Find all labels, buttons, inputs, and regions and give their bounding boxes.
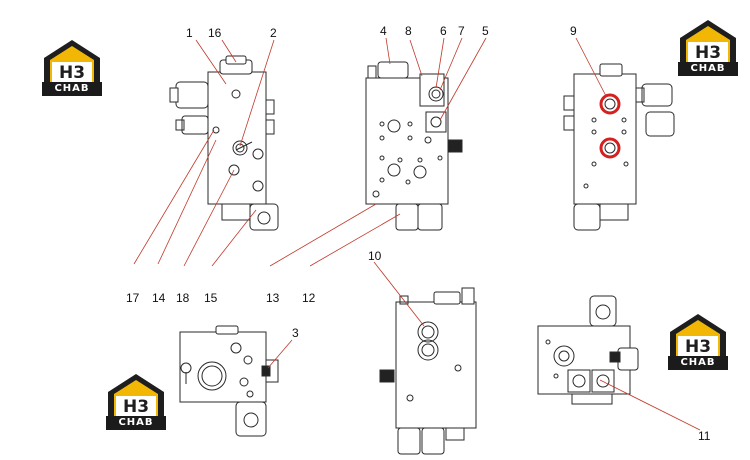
brand-logo: H3 CHAB (104, 372, 168, 432)
callout-4: 4 (380, 24, 387, 38)
svg-text:H3: H3 (695, 43, 721, 63)
brand-wordmark: CHAB (678, 62, 738, 76)
callout-7: 7 (458, 24, 465, 38)
callout-9: 9 (570, 24, 577, 38)
brand-logo: H3 CHAB (666, 312, 730, 372)
callout-16: 16 (208, 26, 222, 40)
callout-14: 14 (152, 291, 166, 305)
callout-15: 15 (204, 291, 218, 305)
brand-logo: H3 CHAB (40, 38, 104, 98)
valve-view-top-left (179, 325, 279, 437)
valve-view-side-center (379, 287, 477, 455)
callout-11: 11 (698, 429, 711, 443)
leader-lines (133, 37, 701, 431)
svg-text:H3: H3 (59, 63, 85, 83)
callout-17: 17 (126, 291, 140, 305)
svg-text:H3: H3 (685, 337, 711, 357)
callout-10: 10 (368, 249, 382, 263)
callout-18: 18 (176, 291, 190, 305)
callout-2: 2 (270, 26, 277, 40)
brand-wordmark: CHAB (42, 82, 102, 96)
svg-text:H3: H3 (123, 397, 149, 417)
callout-1: 1 (186, 26, 193, 40)
valve-view-top-right (537, 295, 639, 405)
brand-wordmark: CHAB (106, 416, 166, 430)
callout-3: 3 (292, 326, 299, 340)
brand-wordmark: CHAB (668, 356, 728, 370)
callout-12: 12 (302, 291, 316, 305)
callout-6: 6 (440, 24, 447, 38)
callout-8: 8 (405, 24, 412, 38)
valve-view-rear-right (563, 63, 675, 231)
brand-logo: H3 CHAB (676, 18, 740, 78)
callout-5: 5 (482, 24, 489, 38)
callout-13: 13 (266, 291, 280, 305)
valve-view-front-center (365, 61, 463, 231)
